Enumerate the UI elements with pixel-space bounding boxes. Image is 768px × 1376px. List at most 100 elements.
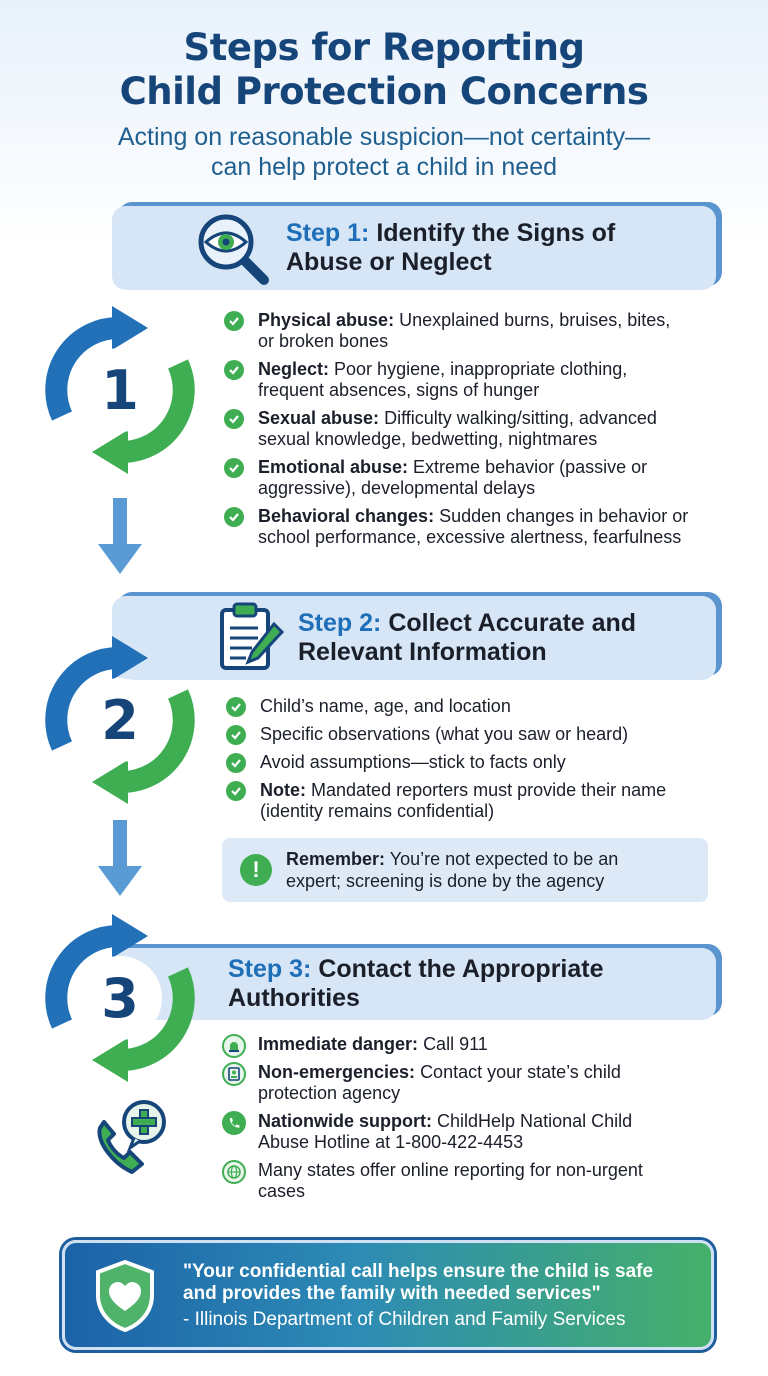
check-icon (224, 360, 244, 380)
item-bold: Sexual abuse: (258, 408, 380, 428)
step-3-title-line-2: Authorities (228, 984, 360, 1012)
step-3-list: Immediate danger: Call 911 Non-emergenci… (222, 1034, 722, 1209)
remember-line-2: expert; screening is done by the agency (286, 871, 605, 891)
list-item: Many states offer online reporting for n… (222, 1160, 722, 1202)
contact-card-icon (222, 1062, 246, 1086)
list-item: Non-emergencies: Contact your state’s ch… (222, 1062, 722, 1104)
page-title: Steps for Reporting Child Protection Con… (0, 26, 768, 114)
item-text: Many states offer online reporting for n… (258, 1160, 643, 1180)
remember-bold: Remember: (286, 849, 386, 869)
cycle-arrows-icon (45, 914, 195, 1082)
check-icon (224, 458, 244, 478)
item-text: Unexplained burns, bruises, bites, (399, 310, 671, 330)
check-icon (224, 507, 244, 527)
item-bold: Immediate danger: (258, 1034, 419, 1054)
list-item: Immediate danger: Call 911 (222, 1034, 722, 1058)
quote-line-2: and provides the family with needed serv… (183, 1283, 601, 1304)
check-icon (226, 753, 246, 773)
item-text: Difficulty walking/sitting, advanced (384, 408, 657, 428)
step-1-list: Physical abuse: Unexplained burns, bruis… (224, 310, 724, 548)
exclamation-icon: ! (240, 854, 272, 886)
step-1-number: 1 (101, 358, 139, 422)
down-arrow-icon (98, 820, 142, 896)
remember-callout: ! Remember: You’re not expected to be an… (222, 838, 708, 902)
subtitle-line-1: Acting on reasonable suspicion—not certa… (117, 123, 651, 151)
item-text: Child’s name, age, and location (260, 696, 511, 716)
list-item: Specific observations (what you saw or h… (226, 724, 726, 745)
step-2-title-line-2: Relevant Information (298, 638, 547, 666)
step-3-cycle: 3 (36, 914, 204, 1082)
item-bold: Note: (260, 780, 306, 800)
page-subtitle: Acting on reasonable suspicion—not certa… (0, 122, 768, 182)
item-text-2: sexual knowledge, bedwetting, nightmares (258, 429, 598, 449)
item-text-2: frequent absences, signs of hunger (258, 380, 540, 400)
item-text: Poor hygiene, inappropriate clothing, (334, 359, 628, 379)
item-text: ChildHelp National Child (437, 1111, 633, 1131)
list-item: Physical abuse: Unexplained burns, bruis… (224, 310, 724, 352)
cycle-arrows-icon (45, 306, 195, 474)
shield-heart-icon (96, 1259, 154, 1333)
step-3-header: Step 3: Contact the Appropriate Authorit… (112, 948, 716, 1020)
item-bold: Emotional abuse: (258, 457, 409, 477)
item-bold: Neglect: (258, 359, 330, 379)
item-text: Call 911 (423, 1034, 488, 1054)
step-1-title-line-2: Abuse or Neglect (286, 248, 492, 276)
check-icon (226, 781, 246, 801)
step-2-header: Step 2: Collect Accurate and Relevant In… (112, 596, 716, 680)
step-2-number: 2 (101, 688, 139, 752)
step-1-title: Step 1: Identify the Signs of Abuse or N… (286, 219, 615, 277)
item-text: Avoid assumptions—stick to facts only (260, 752, 566, 772)
step-1-title-rest: Identify the Signs of (376, 219, 616, 247)
item-text-2: cases (258, 1181, 306, 1201)
list-item: Sexual abuse: Difficulty walking/sitting… (224, 408, 724, 450)
globe-icon (222, 1160, 246, 1184)
quote-text: "Your confidential call helps ensure the… (183, 1261, 703, 1305)
phone-icon (222, 1111, 246, 1135)
title-line-1: Steps for Reporting (183, 26, 585, 69)
list-item: Nationwide support: ChildHelp National C… (222, 1111, 722, 1153)
step-3-title: Step 3: Contact the Appropriate Authorit… (228, 955, 604, 1013)
step-2-label: Step 2: (298, 609, 382, 637)
down-arrow-icon (98, 498, 142, 574)
title-line-2: Child Protection Concerns (119, 70, 649, 113)
phone-medical-icon (97, 1100, 166, 1174)
siren-icon (222, 1034, 246, 1058)
item-text: Sudden changes in behavior or (439, 506, 689, 526)
item-bold: Nationwide support: (258, 1111, 432, 1131)
list-item: Neglect: Poor hygiene, inappropriate clo… (224, 359, 724, 401)
list-item: Note: Mandated reporters must provide th… (226, 780, 726, 822)
item-text-2: protection agency (258, 1083, 401, 1103)
item-text-2: Abuse Hotline at 1-800-422-4453 (258, 1132, 524, 1152)
remember-line-1: You’re not expected to be an (389, 849, 619, 869)
step-2-title-rest: Collect Accurate and (388, 609, 637, 637)
item-text-2: school performance, excessive alertness,… (258, 527, 682, 547)
item-text: Specific observations (what you saw or h… (260, 724, 629, 744)
step-2-list: Child’s name, age, and location Specific… (226, 696, 726, 822)
list-item: Child’s name, age, and location (226, 696, 726, 717)
item-text: Mandated reporters must provide their na… (311, 780, 667, 800)
cycle-arrows-icon (45, 636, 195, 804)
quote-line-1: "Your confidential call helps ensure the… (183, 1261, 654, 1282)
step-1-label: Step 1: (286, 219, 370, 247)
subtitle-line-2: can help protect a child in need (210, 153, 558, 181)
check-icon (226, 725, 246, 745)
check-icon (224, 409, 244, 429)
clipboard-pencil-icon (220, 602, 285, 670)
step-3-number: 3 (101, 966, 139, 1030)
item-text: Extreme behavior (passive or (413, 457, 648, 477)
item-bold: Physical abuse: (258, 310, 395, 330)
check-icon (224, 311, 244, 331)
item-bold: Non-emergencies: (258, 1062, 416, 1082)
step-2-title: Step 2: Collect Accurate and Relevant In… (298, 609, 636, 667)
list-item: Avoid assumptions—stick to facts only (226, 752, 726, 773)
step-3-label: Step 3: (228, 955, 312, 983)
item-text-2: (identity remains confidential) (260, 801, 495, 821)
list-item: Emotional abuse: Extreme behavior (passi… (224, 457, 724, 499)
item-bold: Behavioral changes: (258, 506, 435, 526)
item-text: Contact your state’s child (420, 1062, 621, 1082)
quote-banner: "Your confidential call helps ensure the… (62, 1240, 714, 1350)
quote-source: - Illinois Department of Children and Fa… (183, 1309, 626, 1330)
item-text-2: aggressive), developmental delays (258, 478, 536, 498)
step-2-cycle: 2 (36, 636, 204, 804)
